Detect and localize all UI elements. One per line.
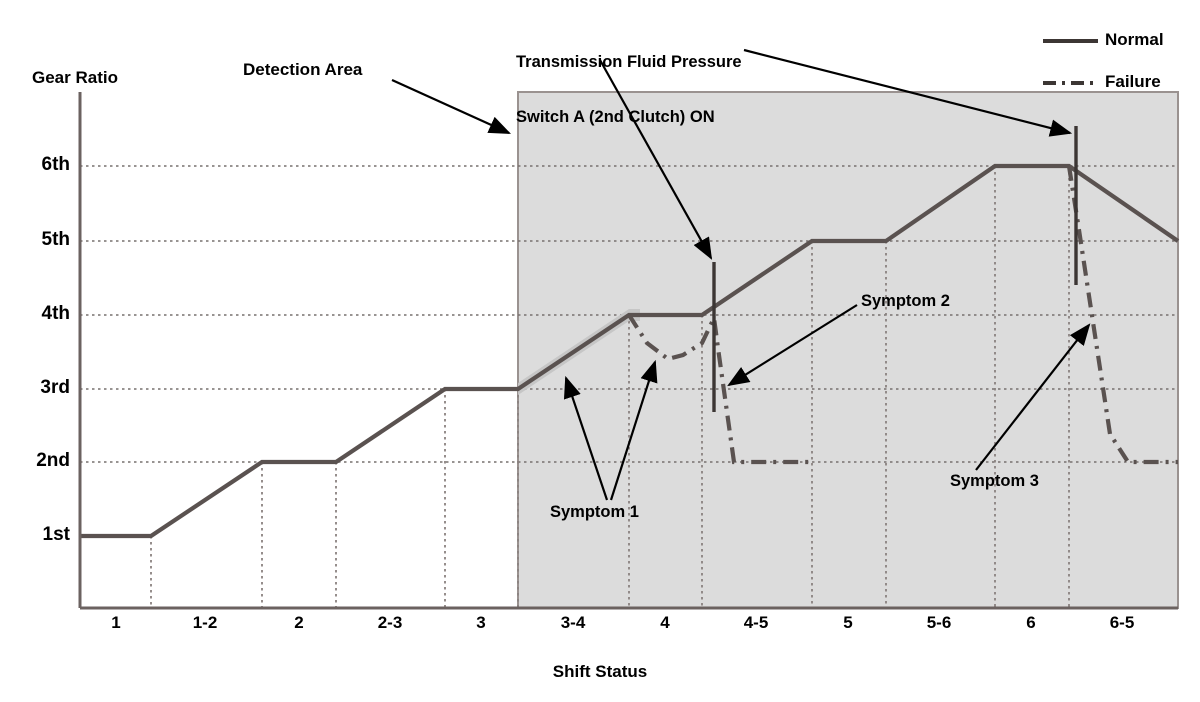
- x-tick-2: 2: [294, 613, 304, 632]
- symptom1-arrow-b: [609, 359, 658, 501]
- y-tick-6th: 6th: [41, 154, 71, 175]
- y-tick-4th: 4th: [41, 303, 71, 324]
- x-tick-3: 3: [476, 613, 486, 632]
- annotation-detection-area: Detection Area: [243, 60, 363, 79]
- annotation-tfp-switch: Transmission Fluid Pressure Switch A (2n…: [516, 16, 742, 164]
- tfp-arrow-right: [743, 48, 1073, 137]
- x-tick-1: 1: [111, 613, 121, 632]
- symptom1-arrow-a: [563, 375, 609, 501]
- detection-area-region: [517, 91, 1179, 609]
- x-tick-6-5: 6-5: [1109, 613, 1135, 632]
- x-tick-3-4: 3-4: [560, 613, 586, 632]
- x-tick-4-5: 4-5: [743, 613, 769, 632]
- legend-item-failure: Failure: [1105, 72, 1161, 91]
- x-axis-title: Shift Status: [552, 662, 648, 681]
- x-tick-5: 5: [843, 613, 853, 632]
- series-failure-line: [627, 310, 812, 465]
- symptom3-arrow: [975, 323, 1091, 471]
- detection-area-arrow: [391, 78, 512, 135]
- x-tick-5-6: 5-6: [926, 613, 952, 632]
- x-tick-4: 4: [660, 613, 670, 632]
- legend-item-normal: Normal: [1105, 30, 1164, 49]
- annotation-symptom-3: Symptom 3: [950, 472, 1039, 490]
- annotation-tfp-line1: Transmission Fluid Pressure: [516, 52, 742, 71]
- annotation-symptom-2: Symptom 2: [861, 292, 950, 310]
- tfp-arrow-left: [599, 59, 713, 260]
- x-tick-2-3: 2-3: [377, 613, 403, 632]
- y-tick-2nd: 2nd: [36, 450, 70, 471]
- annotation-symptom-1: Symptom 1: [550, 503, 639, 521]
- symptom2-arrow: [727, 304, 858, 387]
- y-tick-5th: 5th: [41, 229, 71, 250]
- y-tick-1st: 1st: [42, 524, 70, 545]
- x-tick-1-2: 1-2: [192, 613, 218, 632]
- y-tick-3rd: 3rd: [40, 377, 70, 398]
- annotation-tfp-line2: Switch A (2nd Clutch) ON: [516, 108, 715, 127]
- y-axis-title: Gear Ratio: [32, 68, 118, 87]
- vertical-gridlines: [150, 166, 1070, 608]
- x-tick-6: 6: [1026, 613, 1036, 632]
